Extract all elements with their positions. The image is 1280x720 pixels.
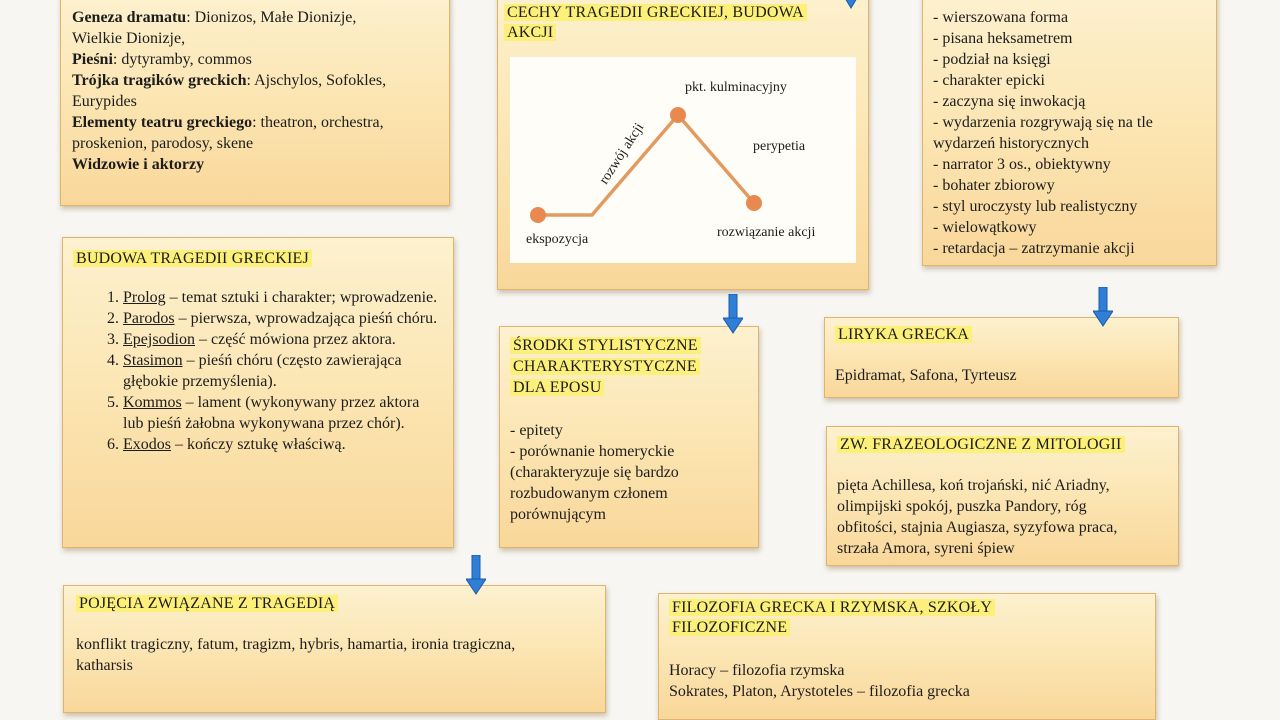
filozofia-line: Horacy – filozofia rzymska <box>669 662 845 679</box>
budowa-item: Stasimon – pieśń chóru (często zawierają… <box>123 350 443 392</box>
arrow-down-icon <box>723 294 743 334</box>
srodki-line: - porównanie homeryckie <box>510 443 675 460</box>
filozofia-title: FILOZOFIA GRECKA I RZYMSKA, SZKOŁY FILOZ… <box>669 598 1145 638</box>
epos-item: - pisana heksametrem <box>933 30 1073 47</box>
budowa-item: Exodos – kończy sztukę właściwą. <box>123 434 443 455</box>
intro-line: proskenion, parodosy, skene <box>72 135 254 152</box>
cechy-title: CECHY TRAGEDII GRECKIEJ, BUDOWA AKCJI <box>504 3 844 43</box>
intro-line: Trójka tragików greckich: Ajschylos, Sof… <box>72 72 387 89</box>
card-srodki: ŚRODKI STYLISTYCZNE CHARAKTERYSTYCZNE DL… <box>499 326 759 548</box>
pojecia-title: POJĘCIA ZWIĄZANE Z TRAGEDIĄ <box>76 593 595 614</box>
label-ekspozycja: ekspozycja <box>526 232 589 247</box>
budowa-title: BUDOWA TRAGEDII GRECKIEJ <box>73 248 443 269</box>
dot-rozwiazanie <box>746 195 762 211</box>
intro-line: Geneza dramatu: Dionizos, Małe Dionizje, <box>72 9 357 26</box>
arrow-down-icon <box>845 0 857 9</box>
budowa-item: Parodos – pierwsza, wprowadzająca pieśń … <box>123 308 443 329</box>
budowa-item: Epejsodion – część mówiona przez aktora. <box>123 329 443 350</box>
card-frazeologizmy: ZW. FRAZEOLOGICZNE Z MITOLOGII pięta Ach… <box>826 426 1179 566</box>
filozofia-body: Horacy – filozofia rzymska Sokrates, Pla… <box>669 660 1145 702</box>
epos-item: - retardacja – zatrzymanie akcji <box>933 240 1135 257</box>
card-epos: - wierszowana forma - pisana heksametrem… <box>922 0 1217 266</box>
epos-item: - bohater zbiorowy <box>933 177 1055 194</box>
srodki-line: (charakteryzuje się bardzo <box>510 464 679 481</box>
intro-line: Pieśni: dytyramby, commos <box>72 51 252 68</box>
epos-item: - wydarzenia rozgrywają się na tle <box>933 114 1153 131</box>
budowa-list: Prolog – temat sztuki i charakter; wprow… <box>73 287 443 455</box>
label-perypetia: perypetia <box>753 139 806 154</box>
intro-line: Eurypides <box>72 93 137 110</box>
dot-ekspozycja <box>530 207 546 223</box>
plot-diagram: ekspozycja rozwój akcji pkt. kulminacyjn… <box>510 57 856 263</box>
srodki-line: porównującym <box>510 506 606 523</box>
card-cechy-tragedii: CECHY TRAGEDII GRECKIEJ, BUDOWA AKCJI ek… <box>497 0 869 290</box>
card-intro: Geneza dramatu: Dionizos, Małe Dionizje,… <box>60 0 450 206</box>
epos-item: - charakter epicki <box>933 72 1045 89</box>
epos-item: - wielowątkowy <box>933 219 1037 236</box>
srodki-line: - epitety <box>510 422 563 439</box>
epos-item: - podział na księgi <box>933 51 1051 68</box>
dot-kulminacja <box>670 107 686 123</box>
frazeo-line: olimpijski spokój, puszka Pandory, róg <box>837 498 1087 515</box>
plot-diagram-svg: ekspozycja rozwój akcji pkt. kulminacyjn… <box>526 80 815 247</box>
epos-item: - narrator 3 os., obiektywny <box>933 156 1111 173</box>
liryka-title: LIRYKA GRECKA <box>835 324 1168 345</box>
card-budowa-tragedii: BUDOWA TRAGEDII GRECKIEJ Prolog – temat … <box>62 237 454 548</box>
budowa-item: Prolog – temat sztuki i charakter; wprow… <box>123 287 443 308</box>
intro-line: Widzowie i aktorzy <box>72 156 205 173</box>
srodki-line: rozbudowanym członem <box>510 485 668 502</box>
intro-line: Elementy teatru greckiego: theatron, orc… <box>72 114 384 131</box>
frazeo-line: strzała Amora, syreni śpiew <box>837 540 1015 557</box>
arrow-down-icon <box>466 555 486 595</box>
liryka-body: Epidramat, Safona, Tyrteusz <box>835 367 1017 384</box>
budowa-item: Kommos – lament (wykonywany przez aktora… <box>123 392 443 434</box>
pojecia-line: konflikt tragiczny, fatum, tragizm, hybr… <box>76 636 516 653</box>
label-rozwiazanie: rozwiązanie akcji <box>717 225 815 240</box>
srodki-title: ŚRODKI STYLISTYCZNE CHARAKTERYSTYCZNE DL… <box>510 335 748 398</box>
plot-line <box>538 113 756 217</box>
arrow-down-icon <box>1093 287 1113 327</box>
frazeo-title: ZW. FRAZEOLOGICZNE Z MITOLOGII <box>837 434 1168 455</box>
epos-item: wydarzeń historycznych <box>933 135 1089 152</box>
srodki-body: - epitety - porównanie homeryckie (chara… <box>510 420 748 525</box>
frazeo-body: pięta Achillesa, koń trojański, nić Aria… <box>837 475 1168 559</box>
card-pojecia: POJĘCIA ZWIĄZANE Z TRAGEDIĄ konflikt tra… <box>63 585 606 713</box>
label-rozwoj-akcji: rozwój akcji <box>597 121 648 188</box>
label-kulminacja: pkt. kulminacyjny <box>685 80 787 95</box>
epos-item: - wierszowana forma <box>933 9 1069 26</box>
frazeo-line: obfitości, stajnia Augiasza, syzyfowa pr… <box>837 519 1118 536</box>
card-filozofia: FILOZOFIA GRECKA I RZYMSKA, SZKOŁY FILOZ… <box>658 593 1156 720</box>
pojecia-line: katharsis <box>76 657 133 674</box>
pojecia-body: konflikt tragiczny, fatum, tragizm, hybr… <box>76 634 595 676</box>
frazeo-line: pięta Achillesa, koń trojański, nić Aria… <box>837 477 1110 494</box>
epos-item: - styl uroczysty lub realistyczny <box>933 198 1138 215</box>
epos-item: - zaczyna się inwokacją <box>933 93 1086 110</box>
filozofia-line: Sokrates, Platon, Arystoteles – filozofi… <box>669 683 970 700</box>
intro-line: Wielkie Dionizje, <box>72 30 186 47</box>
card-liryka: LIRYKA GRECKA Epidramat, Safona, Tyrteus… <box>824 317 1179 398</box>
